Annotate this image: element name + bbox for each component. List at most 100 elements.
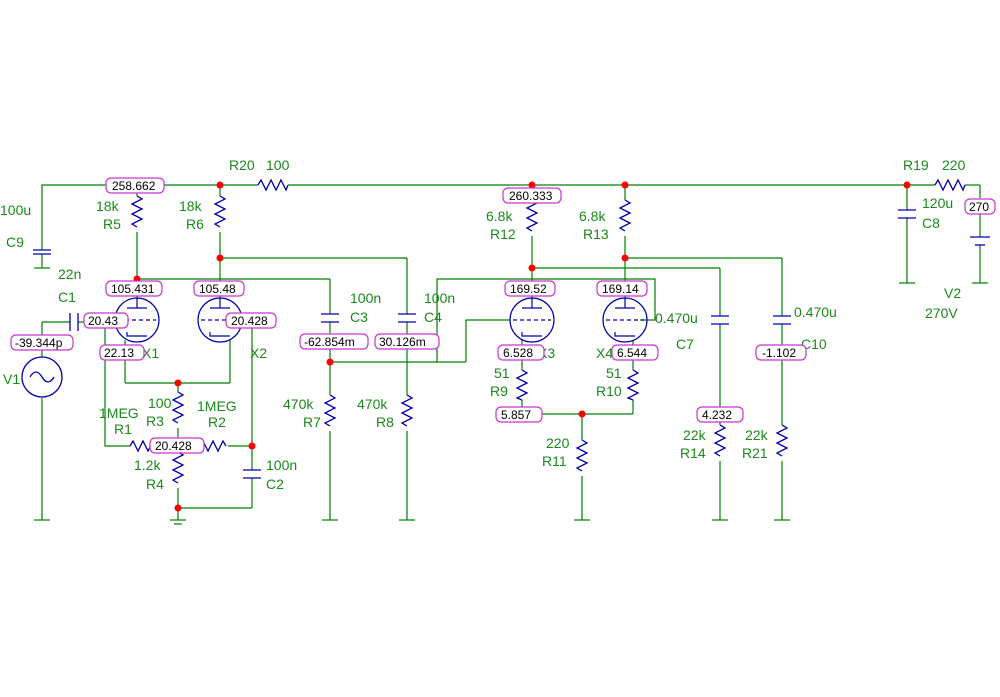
v2-ref: V2 (944, 285, 961, 301)
c7-ref: C7 (676, 336, 694, 352)
r6-value: 18k (179, 198, 203, 214)
r12-value: 6.8k (486, 208, 513, 224)
svg-text:20.428: 20.428 (155, 439, 192, 453)
r13-value: 6.8k (579, 208, 606, 224)
r19-value: 220 (942, 157, 966, 173)
probe-n14: 169.14 (596, 280, 648, 297)
r11-ref: R11 (542, 453, 567, 469)
probe-n13: 169.52 (504, 280, 556, 297)
probe-n4: 105.431 (105, 280, 163, 297)
probe-n11: -62.854m (299, 333, 369, 350)
c2-ref: C2 (266, 476, 284, 492)
probe-n8: -39.344p (10, 334, 74, 351)
x1-ref: X1 (142, 345, 159, 361)
svg-text:22.13: 22.13 (104, 346, 134, 360)
r3-ref: R3 (146, 413, 164, 429)
resistor-r5 (130, 195, 144, 228)
capacitors (33, 209, 916, 479)
r20-ref: R20 (229, 157, 255, 173)
voltage-probes: 258.662 260.333 270 105.431 105.48 20.43… (10, 177, 996, 454)
tube-x3 (509, 297, 555, 343)
probe-n5: 105.48 (193, 280, 245, 297)
probe-n7: 20.428 (225, 312, 277, 329)
resistor-r10 (626, 369, 640, 401)
svg-text:258.662: 258.662 (112, 179, 156, 193)
r12-ref: R12 (490, 226, 516, 242)
r21-value: 22k (745, 427, 769, 443)
resistor-r19 (934, 178, 966, 192)
svg-text:-39.344p: -39.344p (15, 336, 63, 350)
svg-text:20.428: 20.428 (231, 314, 268, 328)
resistor-r7 (323, 394, 337, 427)
c4-ref: C4 (424, 309, 442, 325)
r5-ref: R5 (103, 216, 121, 232)
r9-value: 51 (494, 365, 510, 381)
svg-text:6.544: 6.544 (617, 346, 647, 360)
r4-ref: R4 (146, 476, 164, 492)
capacitor-c2 (243, 469, 261, 479)
x4-ref: X4 (596, 345, 613, 361)
svg-text:6.528: 6.528 (503, 346, 533, 360)
r2-ref: R2 (208, 414, 226, 430)
probe-n12: 30.126m (374, 333, 440, 350)
c8-value: 120u (922, 195, 953, 211)
c8-ref: C8 (922, 215, 940, 231)
ground-icon (170, 519, 186, 525)
c9-value: 100u (0, 202, 31, 218)
c10-value: 0.470u (794, 304, 837, 320)
c4-value: 100n (424, 290, 455, 306)
r14-ref: R14 (680, 445, 706, 461)
probe-n2: 260.333 (502, 187, 562, 204)
svg-text:5.857: 5.857 (501, 408, 531, 422)
voltage-source-v2 (970, 236, 990, 246)
r6-ref: R6 (186, 216, 204, 232)
c9-ref: C9 (6, 234, 24, 250)
junctions (133, 181, 911, 512)
probe-n1: 258.662 (105, 177, 165, 194)
capacitor-c7 (711, 315, 729, 325)
r10-value: 51 (606, 365, 622, 381)
probe-n15: 6.528 (497, 344, 545, 361)
r9-ref: R9 (490, 383, 508, 399)
svg-text:20.43: 20.43 (88, 314, 118, 328)
svg-text:169.14: 169.14 (602, 282, 639, 296)
r3-value: 100 (148, 395, 172, 411)
r21-ref: R21 (742, 445, 768, 461)
resistor-r6 (213, 195, 227, 228)
svg-text:169.52: 169.52 (510, 282, 547, 296)
svg-text:-1.102: -1.102 (762, 346, 796, 360)
r5-value: 18k (96, 198, 120, 214)
r10-ref: R10 (596, 383, 622, 399)
c3-ref: C3 (350, 309, 368, 325)
r7-ref: R7 (303, 414, 321, 430)
c2-value: 100n (266, 457, 297, 473)
resistor-r21 (775, 424, 789, 457)
r13-ref: R13 (583, 226, 609, 242)
resistor-r9 (515, 369, 529, 401)
r4-value: 1.2k (134, 457, 161, 473)
c7-value: 0.470u (655, 310, 698, 326)
svg-text:-62.854m: -62.854m (304, 335, 355, 349)
resistor-r14 (713, 424, 727, 457)
r8-value: 470k (357, 396, 388, 412)
c10-ref: C10 (801, 336, 827, 352)
svg-text:270: 270 (969, 200, 989, 214)
svg-text:4.232: 4.232 (702, 408, 732, 422)
r14-value: 22k (683, 427, 707, 443)
svg-text:105.48: 105.48 (199, 282, 236, 296)
r7-value: 470k (283, 396, 314, 412)
capacitor-c3 (321, 313, 339, 323)
r8-ref: R8 (376, 414, 394, 430)
probe-n16: 6.544 (611, 344, 659, 361)
probe-n3: 270 (964, 198, 996, 215)
probe-n10: 20.428 (149, 437, 205, 454)
svg-text:30.126m: 30.126m (379, 335, 426, 349)
v1-ref: V1 (3, 371, 20, 387)
r20-value: 100 (266, 157, 290, 173)
capacitor-c10 (773, 315, 791, 325)
svg-text:105.431: 105.431 (111, 282, 155, 296)
capacitor-c9 (33, 249, 51, 255)
voltage-source-v1 (21, 356, 63, 398)
c3-value: 100n (350, 290, 381, 306)
resistor-r8 (400, 394, 414, 427)
